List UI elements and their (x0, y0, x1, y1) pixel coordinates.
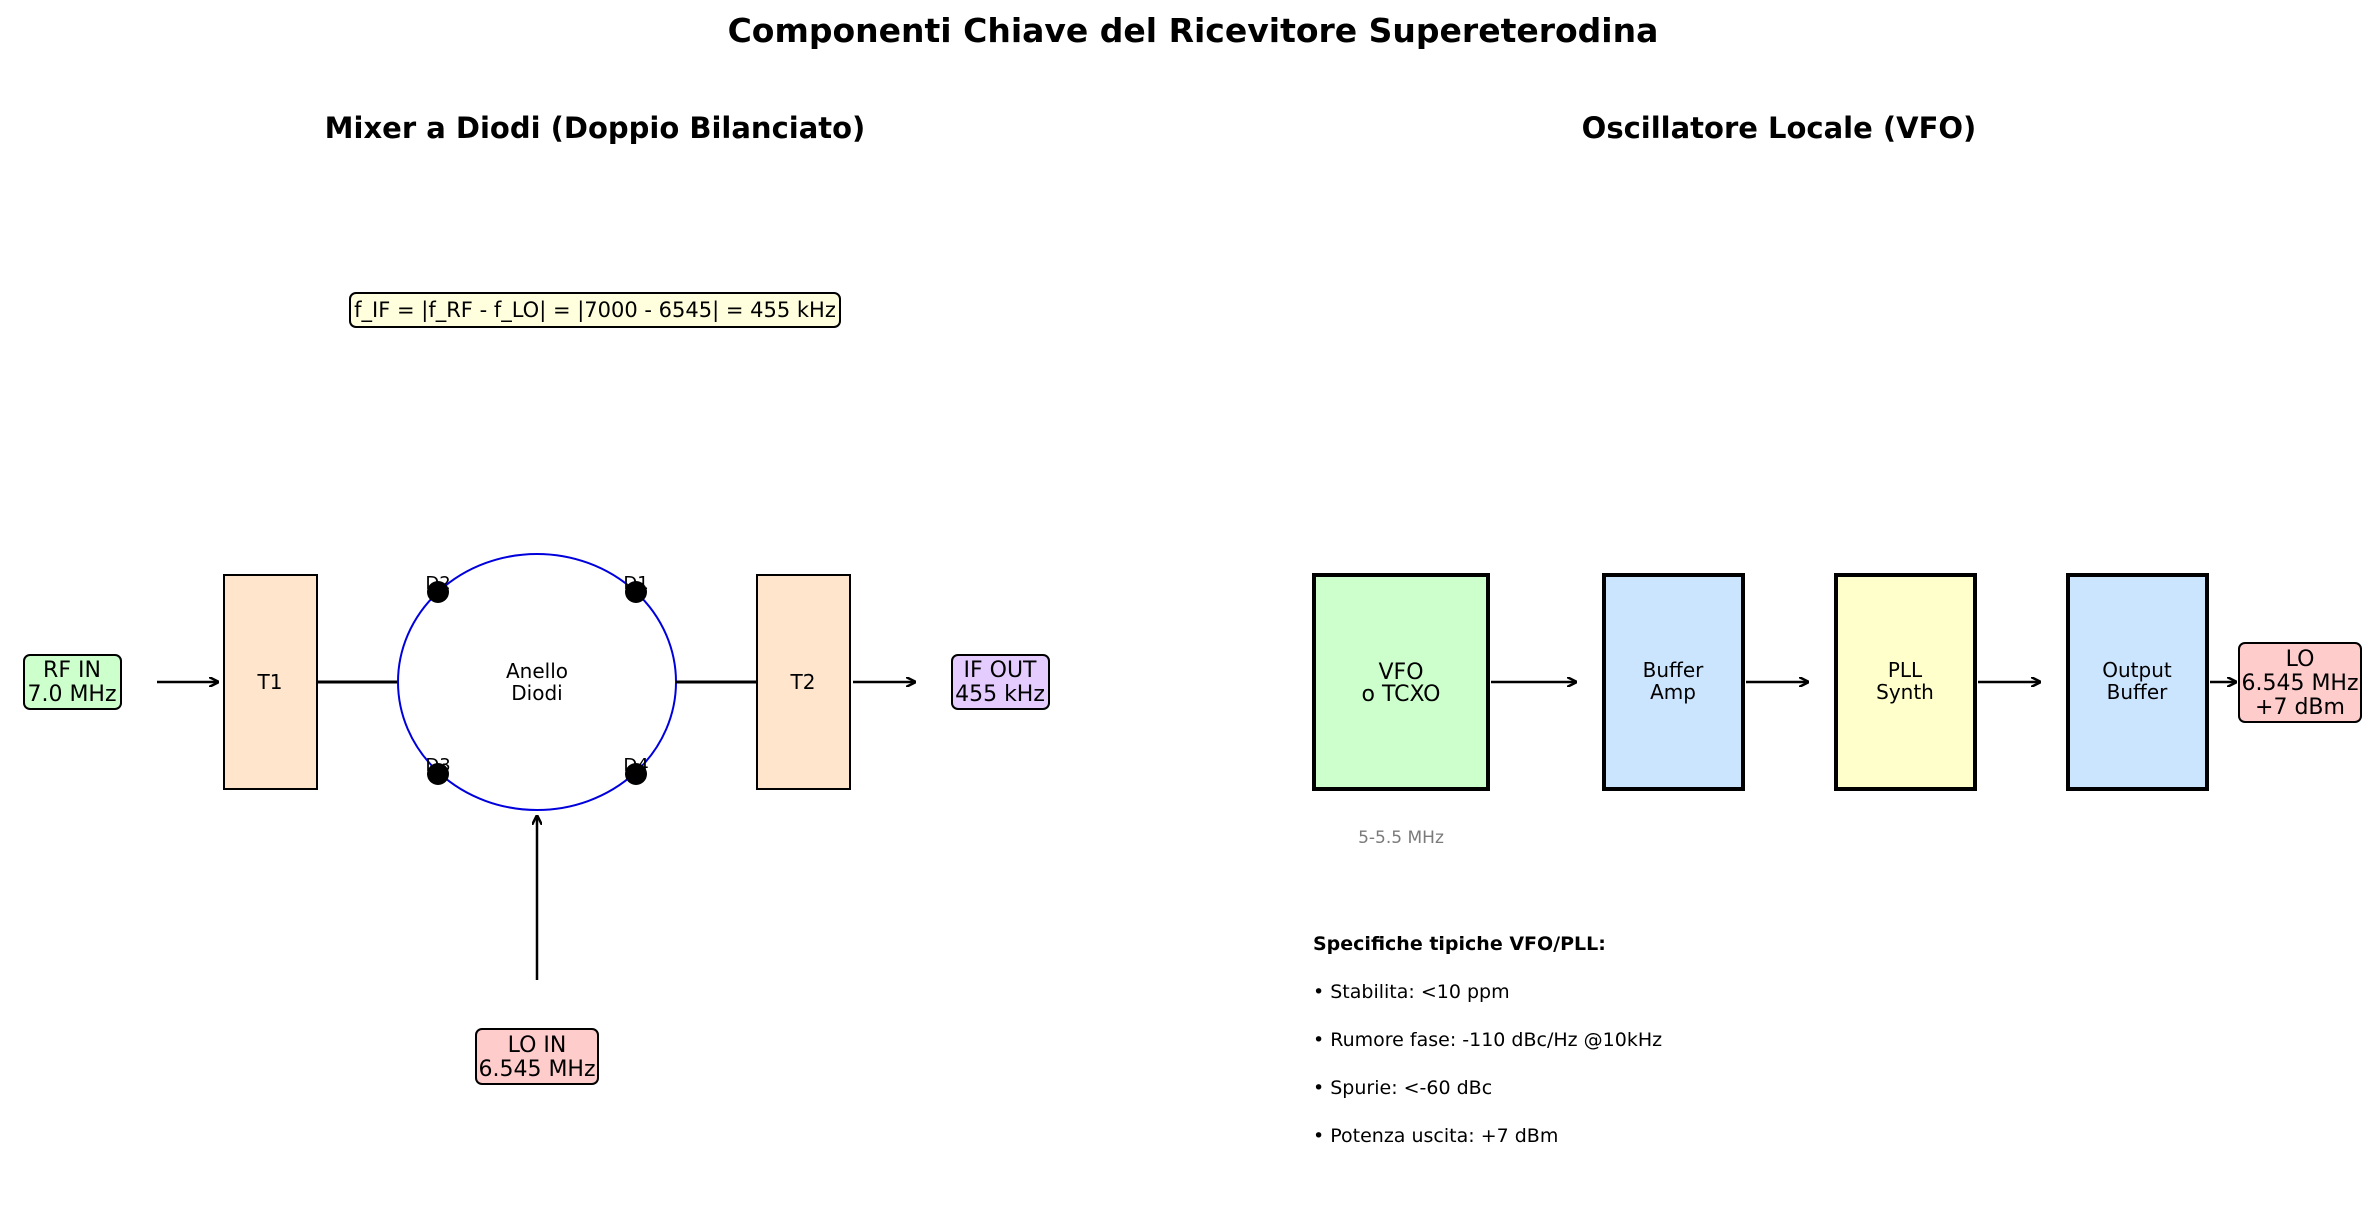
vfo-range-label: 5-5.5 MHz (1358, 828, 1444, 848)
lo-in-line2: 6.545 MHz (478, 1057, 595, 1082)
lo-in-box (475, 1028, 599, 1085)
buffer-amp-block: Buffer Amp (1602, 573, 1745, 791)
spec-item-spurs: • Spurie: <-60 dBc (1313, 1077, 1492, 1099)
lo-out-label: LO 6.545 MHz +7 dBm (2238, 642, 2362, 723)
rf-in-box (23, 654, 122, 710)
buffer-amp-line1: Buffer (1643, 658, 1704, 682)
ring-label-line2: Diodi (511, 681, 562, 705)
rf-in-label: RF IN 7.0 MHz (23, 654, 122, 710)
transformer-t2: T2 (756, 574, 851, 790)
diode-d4-label: D4 (623, 755, 648, 776)
lo-out-box (2238, 642, 2362, 723)
lo-in-line1: LO IN (508, 1033, 567, 1058)
specs-title: Specifiche tipiche VFO/PLL: (1313, 933, 1606, 955)
diode-d2-label: D2 (425, 573, 450, 594)
t2-box (756, 574, 851, 790)
diode-d4-dot (625, 763, 647, 785)
lo-out-line3: +7 dBm (2255, 695, 2345, 720)
output-buffer-box (2066, 573, 2209, 791)
lo-out-line1: LO (2286, 647, 2315, 672)
vfo-block-line2: o TCXO (1362, 682, 1441, 707)
t2-label: T2 (790, 670, 816, 694)
ring-label-line1: Anello (506, 659, 568, 683)
if-out-box (951, 654, 1050, 710)
formula-text: f_IF = |f_RF - f_LO| = |7000 - 6545| = 4… (354, 298, 836, 323)
diode-d1-label: D1 (623, 573, 648, 594)
diode-d1-dot (625, 581, 647, 603)
spec-item-output-power: • Potenza uscita: +7 dBm (1313, 1125, 1558, 1147)
spec-item-phase-noise: • Rumore fase: -110 dBc/Hz @10kHz (1313, 1029, 1662, 1051)
output-buffer-line1: Output (2102, 658, 2172, 682)
rf-in-line2: 7.0 MHz (27, 682, 116, 707)
pll-synth-box (1834, 573, 1977, 791)
lo-out-line2: 6.545 MHz (2241, 671, 2358, 696)
vfo-section: Oscillatore Locale (VFO) VFO o TCXO 5-5.… (1312, 111, 2362, 1147)
diode-d3-dot (427, 763, 449, 785)
pll-synth-line1: PLL (1888, 658, 1923, 682)
diode-d3-label: D3 (425, 755, 450, 776)
lo-in-label: LO IN 6.545 MHz (475, 1028, 599, 1085)
mixer-title: Mixer a Diodi (Doppio Bilanciato) (325, 111, 866, 145)
formula-box-bg (349, 292, 841, 328)
mixer-section: Mixer a Diodi (Doppio Bilanciato) f_IF =… (23, 111, 1050, 1085)
output-buffer-line2: Buffer (2107, 680, 2168, 704)
rf-in-line1: RF IN (43, 658, 101, 683)
buffer-amp-line2: Amp (1650, 680, 1696, 704)
t1-box (223, 574, 318, 790)
main-title: Componenti Chiave del Ricevitore Superet… (728, 11, 1659, 50)
transformer-t1: T1 (223, 574, 318, 790)
vfo-block: VFO o TCXO (1312, 573, 1490, 791)
vfo-block-line1: VFO (1378, 660, 1423, 685)
formula-box: f_IF = |f_RF - f_LO| = |7000 - 6545| = 4… (349, 292, 841, 328)
t1-label: T1 (257, 670, 283, 694)
vfo-block-box (1312, 573, 1490, 791)
spec-item-stability: • Stabilita: <10 ppm (1313, 981, 1510, 1003)
if-out-line1: IF OUT (964, 658, 1038, 683)
buffer-amp-box (1602, 573, 1745, 791)
pll-synth-block: PLL Synth (1834, 573, 1977, 791)
diode-ring: Anello Diodi D1 D2 D3 D4 (397, 553, 677, 811)
pll-synth-line2: Synth (1876, 680, 1934, 704)
output-buffer-block: Output Buffer (2066, 573, 2209, 791)
vfo-title: Oscillatore Locale (VFO) (1582, 111, 1977, 145)
if-out-label: IF OUT 455 kHz (951, 654, 1050, 710)
diode-d2-dot (427, 581, 449, 603)
specs-list: Specifiche tipiche VFO/PLL: • Stabilita:… (1313, 933, 1662, 1147)
if-out-line2: 455 kHz (955, 682, 1045, 707)
